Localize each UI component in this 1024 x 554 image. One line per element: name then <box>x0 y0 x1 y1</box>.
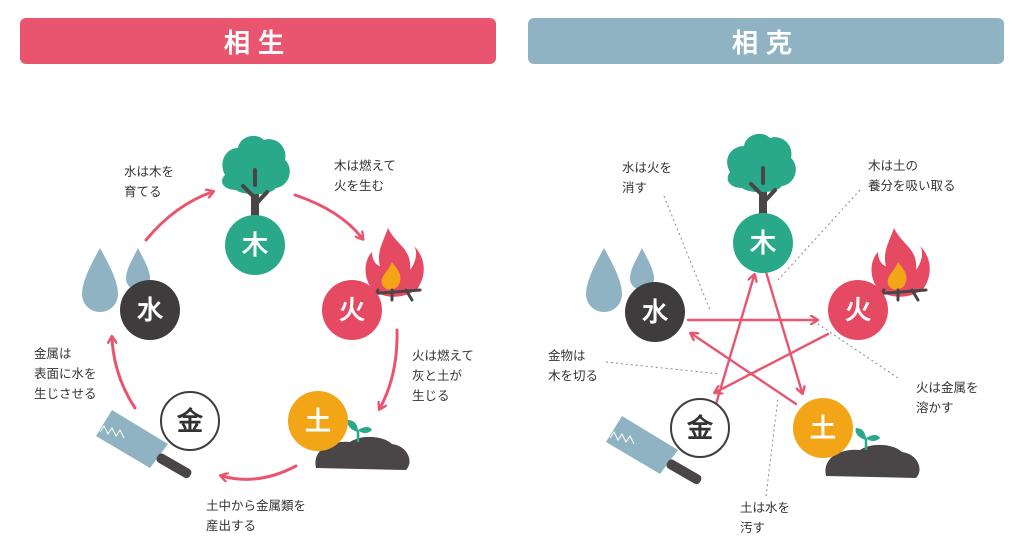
flame-icon <box>871 228 930 302</box>
metal-node <box>670 398 730 458</box>
arrow-icon <box>293 193 362 238</box>
note-metal-water: 金属は 表面に水を 生じさせる <box>34 346 101 401</box>
overcoming-banner: 相克 <box>528 18 1004 64</box>
note-fire-earth: 火は燃えて 灰と土が 生じる <box>412 348 478 403</box>
water-drops-icon <box>82 248 150 312</box>
water-label: 水 <box>137 296 164 326</box>
arrow-icon <box>714 276 754 406</box>
water-node <box>120 280 180 340</box>
metal-label: 金 <box>176 406 204 437</box>
earth-label: 土 <box>810 414 836 444</box>
note-fire-metal: 火は金属を 溶かす <box>916 380 983 415</box>
fire-node <box>828 280 888 340</box>
note-metal-wood: 金物は 木を切る <box>548 348 598 383</box>
arrow-icon <box>764 270 802 392</box>
metal-node <box>160 391 220 451</box>
note-earth-water: 土は水を 汚す <box>740 500 794 535</box>
note-wood-earth: 木は土の 養分を吸い取る <box>868 158 956 193</box>
arrow-icon <box>380 328 399 408</box>
generating-panel: 木 火 土 金 水 水は木を 育てる 木は燃えて <box>34 135 478 533</box>
overcoming-panel: 木 火 土 金 水 水は火を 消す 木は土の 養分を吸い取る 火は金属を 溶かす <box>548 133 983 535</box>
note-water-fire: 水は火を 消す <box>622 160 676 195</box>
wood-node <box>733 213 793 273</box>
wood-label: 木 <box>241 231 268 261</box>
wood-label: 木 <box>749 229 776 259</box>
soil-sprout-icon <box>315 420 410 470</box>
generating-banner: 相生 <box>20 18 496 64</box>
arrow-icon <box>692 334 798 406</box>
earth-node <box>288 391 348 451</box>
water-drops-icon <box>586 248 654 312</box>
water-node <box>625 282 685 342</box>
fire-label: 火 <box>339 296 365 326</box>
earth-label: 土 <box>305 407 331 437</box>
fire-node <box>322 280 382 340</box>
note-water-wood: 水は木を 育てる <box>124 164 178 199</box>
earth-node <box>793 398 853 458</box>
tree-icon <box>222 135 290 220</box>
saw-blade-icon <box>96 410 192 479</box>
wood-node <box>225 215 285 275</box>
fire-label: 火 <box>845 296 871 326</box>
arrow-icon <box>112 338 137 410</box>
arrow-icon <box>222 464 298 479</box>
tree-icon <box>727 133 796 218</box>
metal-label: 金 <box>686 413 714 444</box>
note-earth-metal: 土中から金属類を 産出する <box>206 498 310 533</box>
soil-sprout-icon <box>825 428 920 478</box>
arrow-icon <box>716 332 830 392</box>
flame-icon <box>365 228 424 302</box>
arrow-icon <box>144 192 212 242</box>
saw-blade-icon <box>606 416 702 485</box>
note-wood-fire: 木は燃えて 火を生む <box>334 158 400 193</box>
water-label: 水 <box>642 298 669 328</box>
